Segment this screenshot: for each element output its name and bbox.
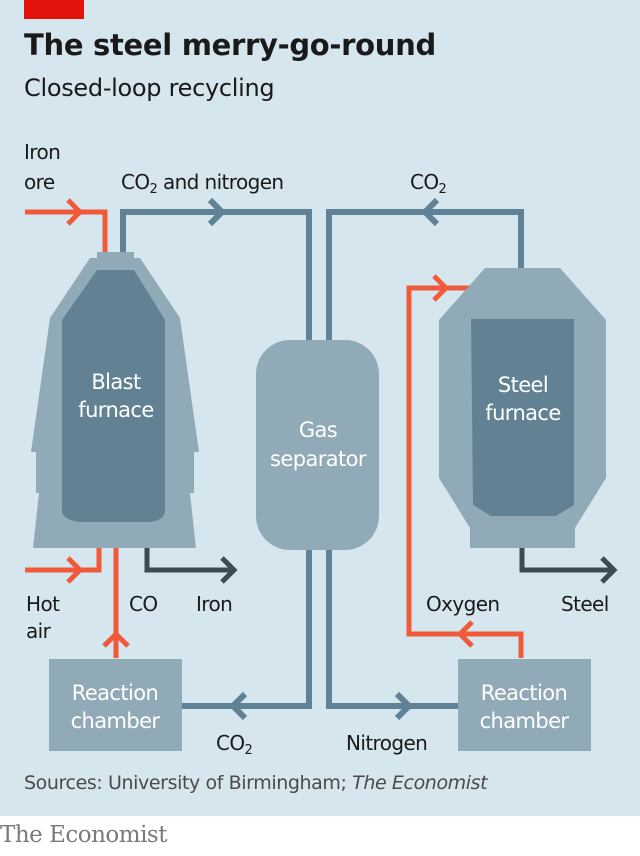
arrowhead-iron: [220, 556, 238, 584]
source-publication: The Economist: [352, 772, 488, 794]
blast-furnace: Blast furnace: [31, 252, 199, 548]
gas-separator: Gas separator: [256, 340, 379, 550]
arrowhead-iron-ore: [66, 198, 84, 226]
pipe-oxygen: [406, 285, 524, 658]
reaction-chamber-right: Reaction chamber: [458, 659, 591, 751]
label-co: CO: [129, 592, 158, 616]
arrowhead-oxygen-bottom: [456, 620, 474, 648]
flow-diagram: Blast furnace Gas separator Steel furnac…: [24, 140, 618, 758]
brand-wordmark: The Economist: [0, 822, 167, 848]
arrowhead-co2-top: [420, 197, 440, 227]
steel-furnace-label-line2: furnace: [485, 401, 560, 425]
chart-title: The steel merry-go-round: [24, 28, 436, 62]
pipe-steel: [519, 548, 612, 573]
gas-separator-shell: [256, 340, 379, 550]
reaction-chamber-right-box: [458, 659, 591, 751]
steel-furnace: Steel furnace: [439, 268, 606, 548]
arrowhead-co2-nitrogen: [207, 197, 227, 227]
label-co2-and-nitrogen: CO2 and nitrogen: [121, 170, 284, 197]
source-note: Sources: University of Birmingham; The E…: [24, 772, 488, 794]
reaction-chamber-right-line2: chamber: [480, 709, 570, 733]
reaction-chamber-left-box: [49, 659, 182, 751]
label-hot-air-line2: air: [26, 619, 52, 643]
pipe-co2-to-left-chamber: [182, 548, 312, 709]
chart-subtitle: Closed-loop recycling: [24, 74, 275, 102]
pipe-iron: [144, 548, 232, 573]
blast-furnace-label-line2: furnace: [78, 398, 153, 422]
pipe-co2-nitrogen: [120, 209, 312, 342]
arrowhead-oxygen-top: [432, 274, 450, 302]
reaction-chamber-right-line1: Reaction: [481, 681, 567, 705]
arrowhead-hot-air: [66, 556, 84, 584]
label-co2-top: CO2: [410, 170, 446, 197]
brand-red-bar: [24, 0, 84, 19]
reaction-chamber-left-line1: Reaction: [72, 681, 158, 705]
arrowhead-co2-bottom: [228, 691, 248, 721]
blast-furnace-label-line1: Blast: [91, 370, 141, 394]
blast-furnace-core: [62, 270, 165, 522]
arrowhead-nitrogen: [394, 691, 414, 721]
steel-furnace-label-line1: Steel: [498, 373, 548, 397]
label-co2-bottom: CO2: [216, 731, 252, 758]
pipe-hot-air: [25, 548, 102, 573]
pipe-iron-ore: [25, 209, 108, 252]
gas-separator-label-line1: Gas: [299, 418, 337, 442]
reaction-chamber-left-line2: chamber: [71, 709, 161, 733]
arrowhead-steel: [600, 556, 618, 584]
label-oxygen: Oxygen: [426, 592, 500, 616]
reaction-chamber-left: Reaction chamber: [49, 659, 182, 751]
label-iron-ore-line2: ore: [24, 170, 55, 194]
arrowhead-co: [102, 630, 130, 648]
label-iron: Iron: [196, 592, 232, 616]
gas-separator-label-line2: separator: [270, 447, 367, 471]
pipe-nitrogen-to-right-chamber: [326, 548, 460, 709]
label-steel: Steel: [561, 592, 609, 616]
label-iron-ore-line1: Iron: [24, 140, 60, 164]
label-nitrogen: Nitrogen: [346, 731, 427, 755]
source-text: Sources: University of Birmingham;: [24, 772, 353, 794]
label-hot-air-line1: Hot: [26, 592, 60, 616]
steel-furnace-core: [471, 319, 574, 516]
